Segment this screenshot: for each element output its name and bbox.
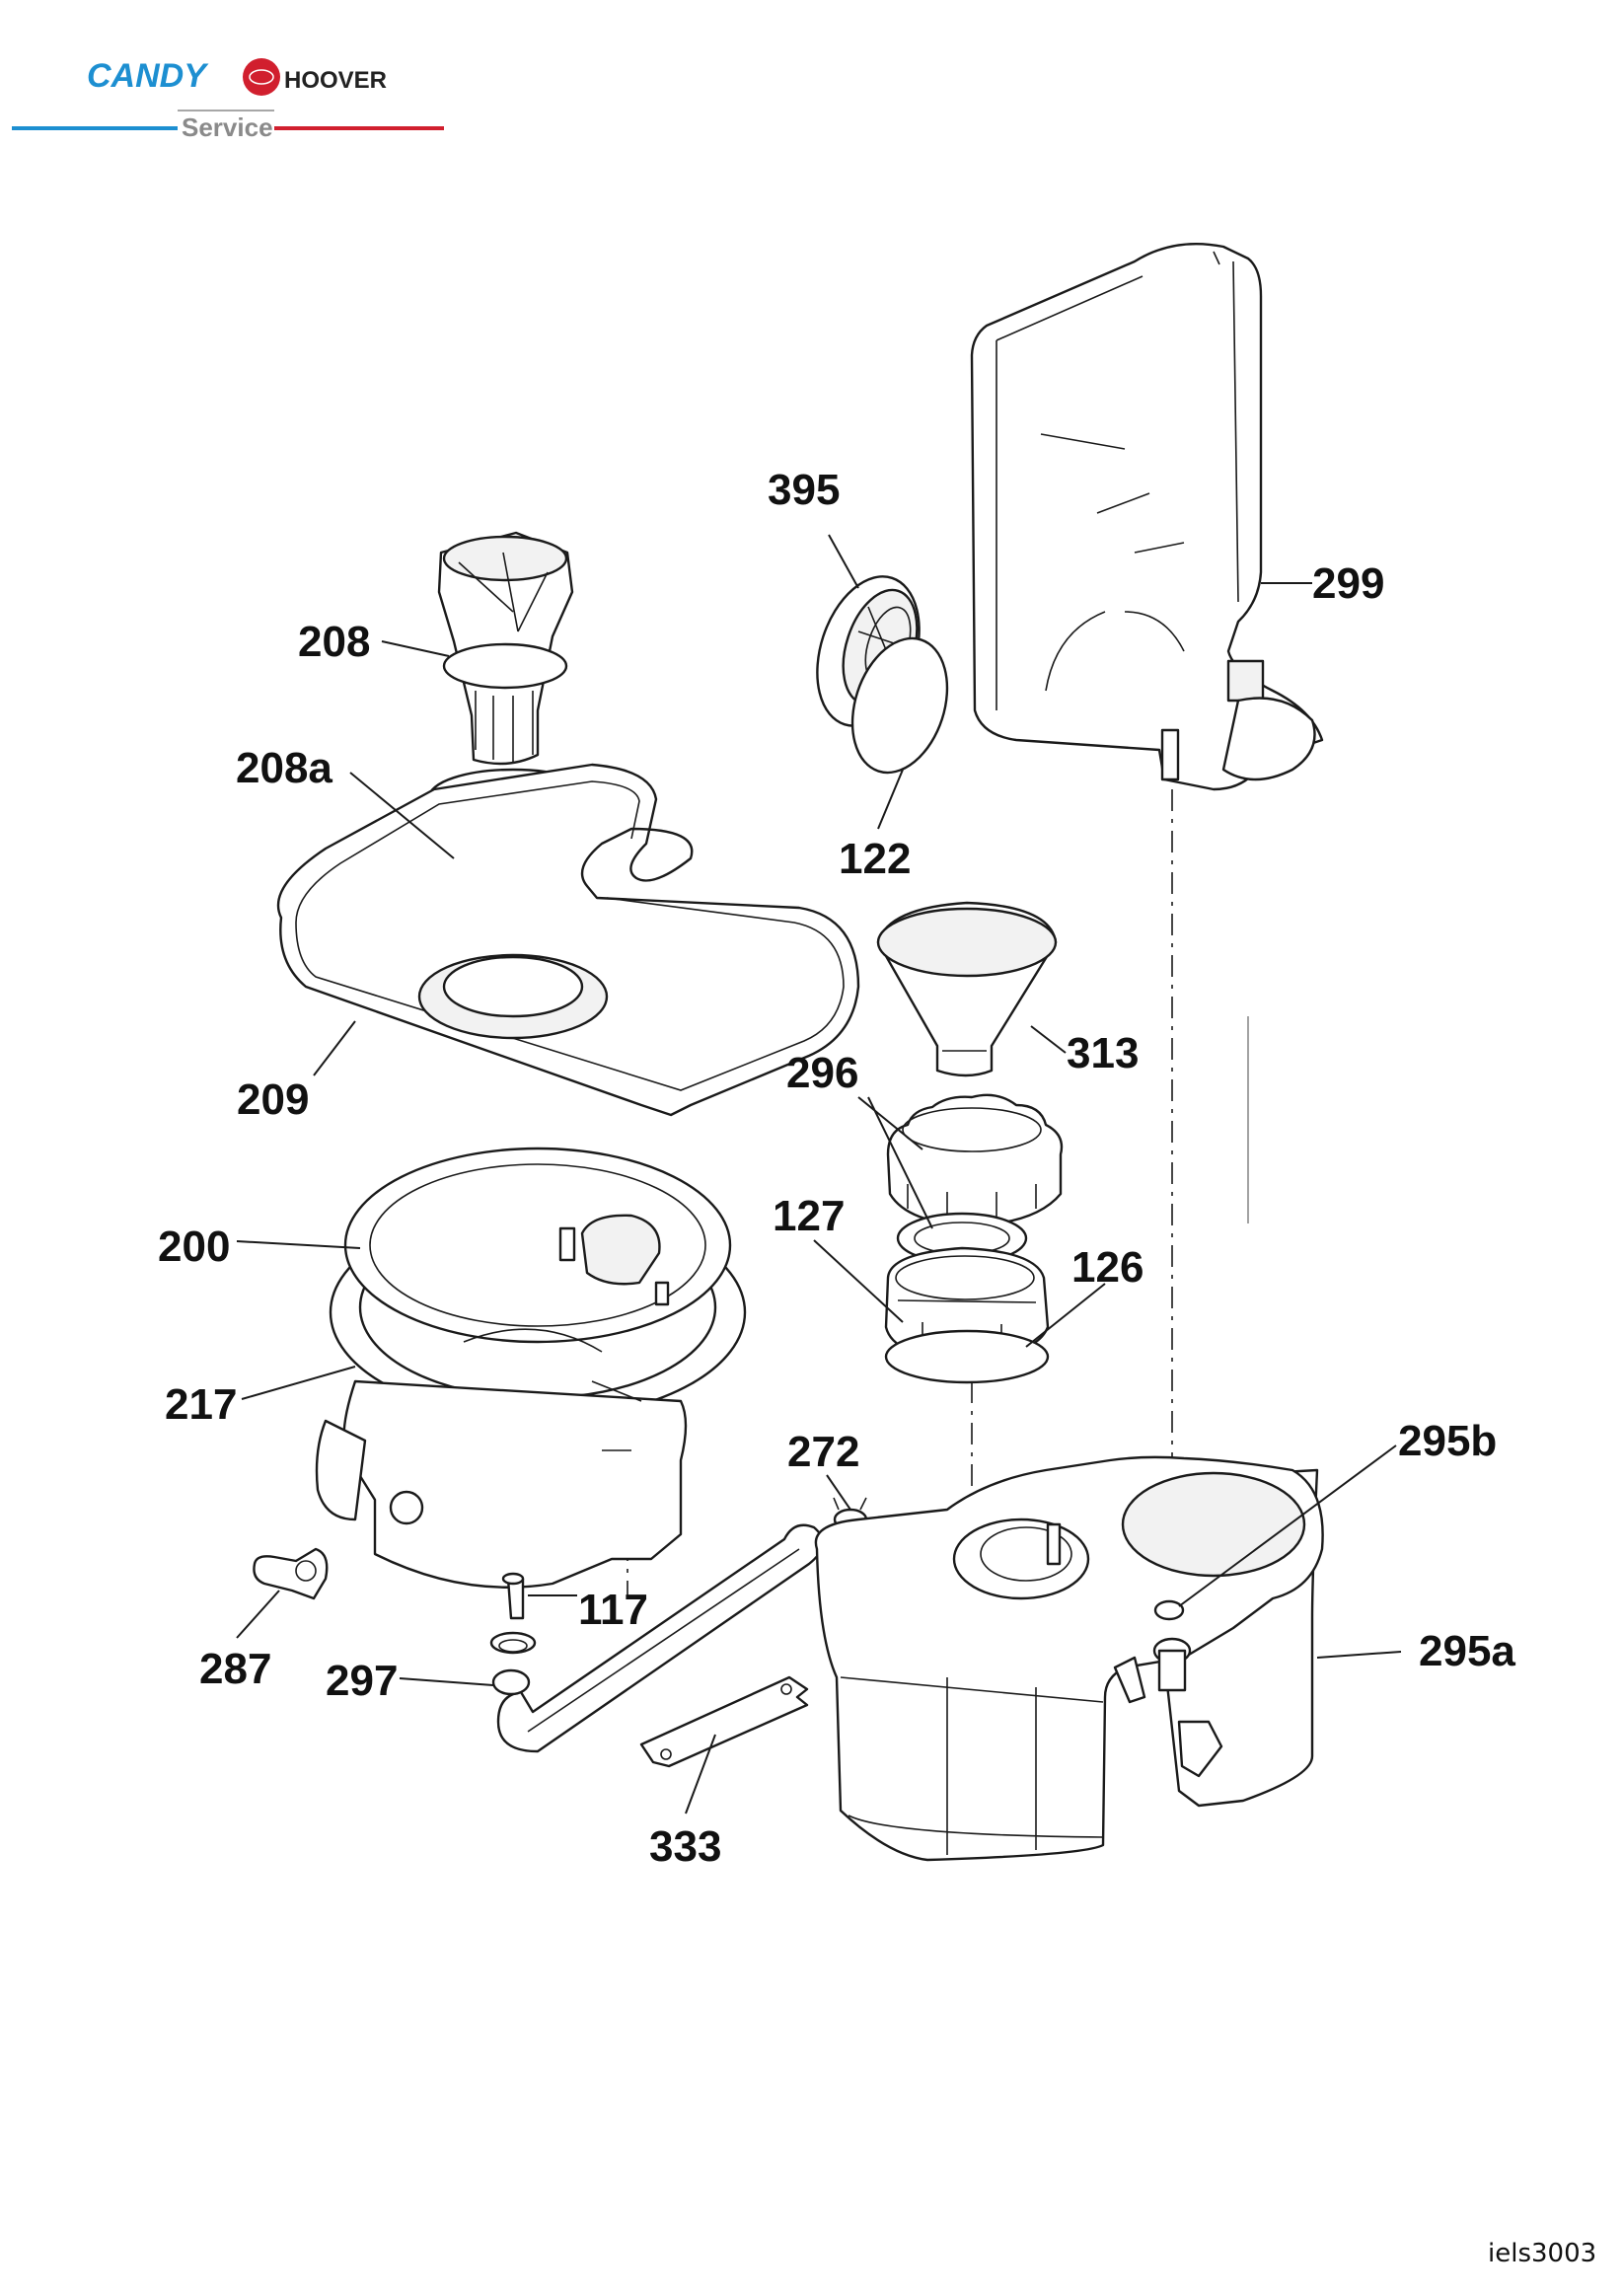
callout-333: 333 (649, 1822, 721, 1871)
reference-code: iels3003 (1488, 2239, 1596, 2268)
callout-395: 395 (768, 466, 840, 514)
callout-209: 209 (237, 1075, 309, 1124)
callout-272: 272 (787, 1428, 859, 1476)
callout-287: 287 (199, 1645, 271, 1693)
service-bar-red (274, 126, 444, 130)
part-333-bracket (639, 1675, 809, 1768)
callout-labels: 299 395 208 208a 122 313 296 209 127 126… (158, 466, 1515, 1871)
part-126-threaded-ring (884, 1246, 1050, 1384)
part-297-drain-hose (491, 1523, 824, 1753)
hoover-logo: HOOVER (284, 67, 387, 94)
part-295b-o-ring (1153, 1599, 1185, 1621)
callout-295b: 295b (1398, 1417, 1497, 1465)
service-label: Service (182, 112, 273, 142)
part-122-gasket (850, 636, 949, 775)
hoover-emblem-icon (243, 58, 280, 96)
callout-295a: 295a (1419, 1627, 1515, 1675)
callout-127: 127 (773, 1192, 845, 1240)
part-208-filter-cup (437, 531, 574, 766)
part-295a-softener-body (814, 1455, 1324, 1862)
callout-299: 299 (1312, 559, 1384, 608)
part-200-sump-body (315, 1147, 732, 1589)
part-287-sensor (253, 1547, 329, 1600)
callout-313: 313 (1067, 1029, 1139, 1077)
brand-header: CANDY HOOVER Service (12, 57, 444, 142)
candy-logo: CANDY (87, 57, 209, 95)
callout-297: 297 (326, 1657, 398, 1705)
part-313-funnel (876, 901, 1058, 1077)
leader-lines (236, 534, 1402, 1815)
callout-200: 200 (158, 1222, 230, 1271)
part-117-screw (489, 1572, 537, 1655)
callout-296: 296 (786, 1049, 858, 1097)
part-299-softener-tank (970, 242, 1324, 791)
service-bar-blue (12, 126, 178, 130)
callout-217: 217 (165, 1380, 237, 1429)
callout-208a: 208a (236, 744, 332, 792)
callout-126: 126 (1071, 1243, 1143, 1292)
callout-122: 122 (839, 835, 911, 883)
part-209-base-plate (276, 763, 860, 1117)
callout-208: 208 (298, 618, 370, 666)
callout-117: 117 (578, 1586, 648, 1634)
part-296-salt-cap (886, 1093, 1064, 1227)
